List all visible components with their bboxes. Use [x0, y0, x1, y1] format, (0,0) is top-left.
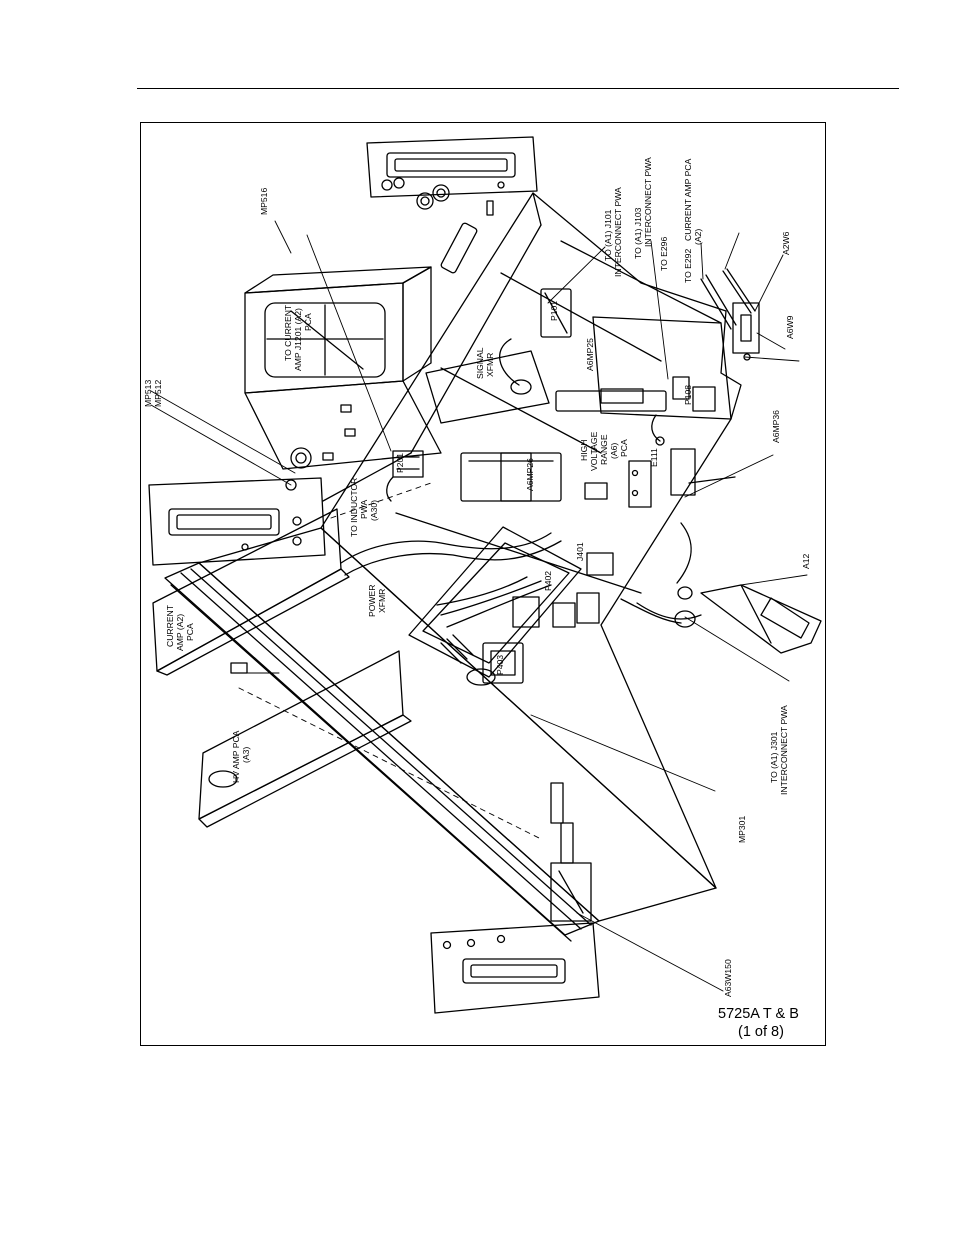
assembly-guide-lines: [238, 482, 540, 839]
label-mp301: MP301: [737, 816, 747, 843]
label-to-a1-j301-2: INTERCONNECT PWA: [779, 705, 789, 795]
label-to-current-amp-2: AMP J1201 (A2): [293, 308, 303, 371]
label-to-a1-j301-1: TO (A1) J301: [769, 731, 779, 783]
label-hv-amp-pca-2: (A3): [241, 747, 251, 763]
connector-p201: [386, 450, 424, 502]
label-a2w6: A2W6: [781, 231, 791, 255]
right-cables: [700, 268, 760, 361]
label-hv-range-5: PCA: [619, 439, 629, 457]
hv-amp-pca-hole: [208, 770, 238, 788]
label-to-current-amp-1: TO CURRENT: [283, 304, 293, 361]
label-to-inductor-3: (A30): [369, 500, 379, 521]
label-j401: J401: [575, 542, 585, 561]
figure-id: 5725A T & B: [718, 1006, 799, 1022]
header-rule: [137, 88, 899, 89]
label-a6mp26: A6MP26: [525, 458, 535, 491]
label-to-a1-j101-1: TO (A1) J101: [603, 209, 613, 261]
label-to-a1-j101-2: INTERCONNECT PWA: [613, 187, 623, 277]
top-right-handle-bracket: [366, 136, 538, 198]
label-hv-range-1: HIGH: [579, 440, 589, 461]
label-p201: P201: [395, 453, 405, 473]
figure-sheet-number: (1 of 8): [738, 1024, 784, 1040]
hv-range-pca: [555, 316, 732, 508]
label-p108: P108: [683, 385, 693, 405]
label-to-current-amp-3: PCA: [303, 313, 313, 331]
chassis-hole: [466, 668, 496, 686]
label-p402: P402: [543, 571, 553, 591]
label-to-inductor-1: TO INDUCTOR: [349, 478, 359, 537]
bottom-left-handle-bracket: [430, 922, 600, 1014]
label-power-xfmr-2: XFMR: [377, 589, 387, 613]
label-a6mp25: A6MP25: [585, 338, 595, 371]
exploded-chassis-illustration: MP516 MP513 MP512 TO CURRENT AMP J1201 (…: [143, 136, 822, 1014]
label-mp516: MP516: [259, 188, 269, 215]
label-current-amp-pca-2: (A2): [693, 229, 703, 245]
label-current-amp-pca-1: CURRENT AMP PCA: [683, 158, 693, 241]
hv-amp-pca-plate: [198, 650, 412, 828]
leader-lines: [150, 220, 808, 992]
label-hv-amp-pca-1: HV AMP PCA: [231, 730, 241, 783]
label-a12: A12: [801, 553, 811, 569]
a12-area-components: [620, 476, 736, 628]
label-current-amp-left-3: PCA: [185, 623, 195, 641]
callout-labels: MP516 MP513 MP512 TO CURRENT AMP J1201 (…: [143, 157, 811, 997]
main-chassis: [320, 192, 742, 889]
label-to-e292: TO E292: [683, 249, 693, 283]
label-current-amp-left-1: CURRENT: [165, 604, 175, 647]
fan-box-mp516: [244, 266, 432, 394]
label-signal-xfmr-2: XFMR: [485, 353, 495, 377]
label-a6mp36: A6MP36: [771, 410, 781, 443]
label-hv-range-2: VOLTAGE: [589, 431, 599, 471]
label-to-a1-j103-1: TO (A1) J103: [633, 207, 643, 259]
bracket-a6mp26: [460, 452, 562, 502]
label-p101: P101: [549, 301, 559, 321]
label-mp513: MP513: [143, 380, 153, 407]
chassis-top-cover: [244, 380, 442, 491]
label-a6w9: A6W9: [785, 315, 795, 339]
label-hv-range-3: RANGE: [599, 434, 609, 465]
ribbon-a63w150: [550, 782, 592, 922]
label-to-a1-j103-2: INTERCONNECT PWA: [643, 157, 653, 247]
label-current-amp-left-2: AMP (A2): [175, 614, 185, 651]
label-signal-xfmr-1: SIGNAL: [475, 347, 485, 379]
front-panel-terminals: [381, 177, 494, 274]
label-a63w150: A63W150: [723, 959, 733, 997]
current-amp-pca-plate: [152, 508, 350, 676]
power-transformer: [340, 526, 614, 684]
label-to-inductor-2: PWA: [359, 499, 369, 519]
bottom-right-chassis: [700, 584, 822, 654]
label-power-xfmr-1: POWER: [367, 585, 377, 617]
label-to-e296: TO E296: [659, 237, 669, 271]
label-mp512: MP512: [153, 380, 163, 407]
label-p403: P403: [495, 655, 505, 675]
figure-frame: MP516 MP513 MP512 TO CURRENT AMP J1201 (…: [140, 122, 826, 1046]
label-hv-range-4: (A6): [609, 443, 619, 459]
signal-transformer: [425, 288, 572, 424]
top-left-handle-bracket: [148, 477, 326, 566]
label-e111: E111: [649, 448, 659, 467]
